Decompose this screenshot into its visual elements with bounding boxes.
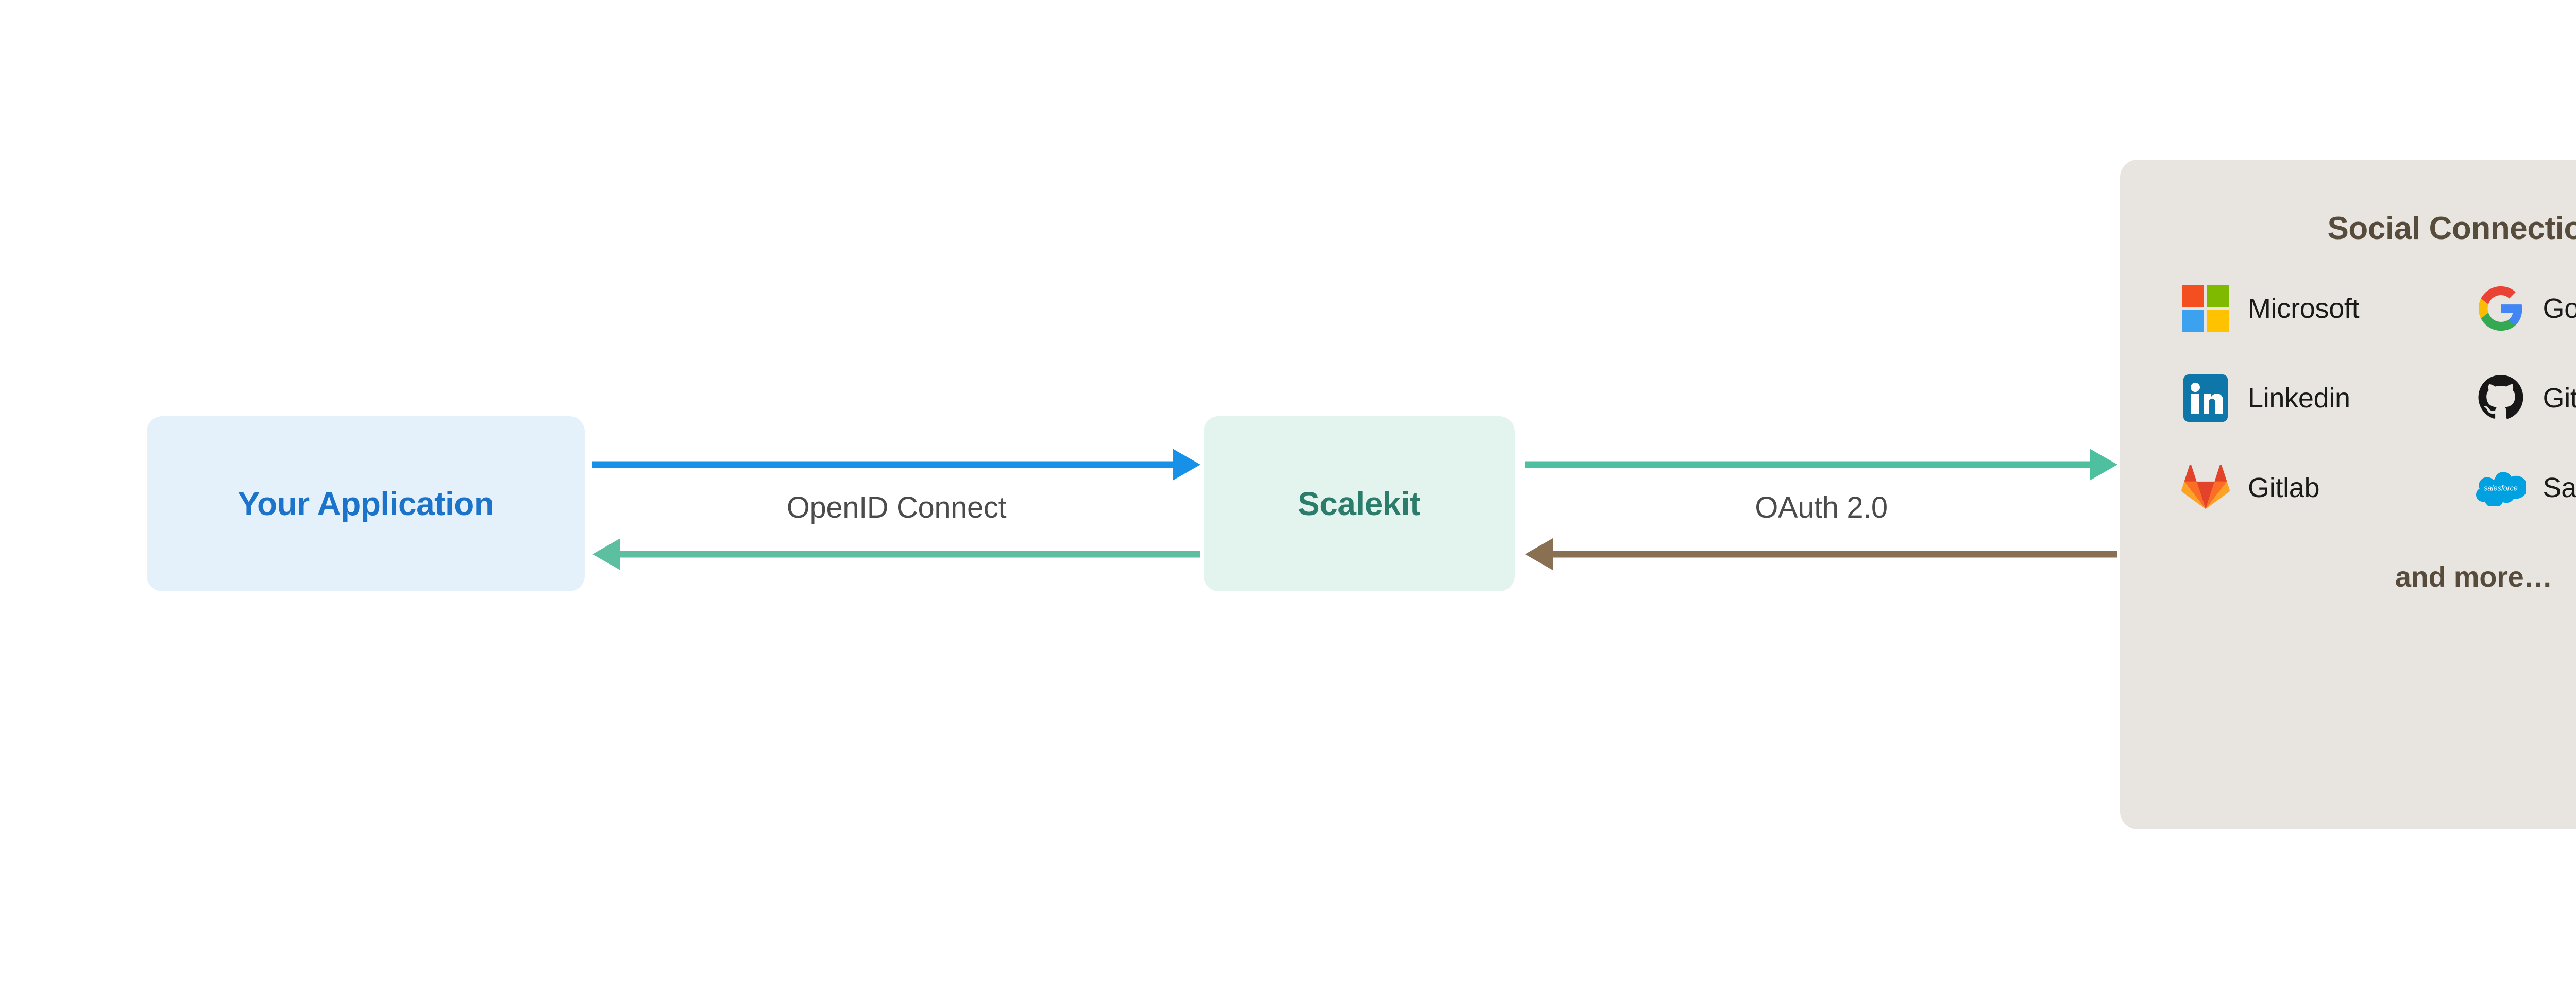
- arrow-left-openid: [592, 538, 1200, 570]
- provider-salesforce-label: Salesforce: [2543, 472, 2576, 503]
- and-more-label: and more…: [2395, 560, 2553, 593]
- social-connections-title: Social Connections: [2327, 211, 2576, 246]
- provider-grid: Microsoft Google: [2120, 284, 2576, 512]
- flow-oauth2-label: OAuth 2.0: [1755, 491, 1888, 524]
- flow-oauth2: OAuth 2.0: [1525, 449, 2117, 570]
- flow-openid-connect-label: OpenID Connect: [786, 491, 1007, 524]
- salesforce-logo-icon: salesforce: [2476, 463, 2526, 512]
- social-connections-panel: Social Connections Microsoft: [2120, 160, 2576, 829]
- google-logo-icon: [2476, 284, 2526, 333]
- arrow-right-oauth: [1525, 449, 2117, 481]
- arrow-left-oauth: [1525, 538, 2117, 570]
- provider-microsoft-label: Microsoft: [2248, 293, 2360, 324]
- flow-openid-connect: OpenID Connect: [592, 449, 1200, 570]
- node-your-application: Your Application: [147, 416, 585, 591]
- provider-linkedin[interactable]: Linkedin: [2181, 373, 2476, 423]
- github-logo-icon: [2476, 373, 2526, 423]
- provider-gitlab-label: Gitlab: [2248, 472, 2320, 503]
- node-scalekit: Scalekit: [1204, 416, 1515, 591]
- gitlab-logo-icon: [2181, 463, 2230, 512]
- provider-linkedin-label: Linkedin: [2248, 383, 2350, 414]
- node-scalekit-label: Scalekit: [1298, 485, 1420, 522]
- arrow-right-openid: [592, 449, 1200, 481]
- node-your-application-label: Your Application: [238, 485, 494, 522]
- provider-github[interactable]: Github: [2476, 373, 2576, 423]
- microsoft-logo-icon: [2181, 284, 2230, 333]
- linkedin-logo-icon: [2181, 373, 2230, 423]
- provider-microsoft[interactable]: Microsoft: [2181, 284, 2476, 333]
- provider-google[interactable]: Google: [2476, 284, 2576, 333]
- provider-gitlab[interactable]: Gitlab: [2181, 463, 2476, 512]
- provider-github-label: Github: [2543, 383, 2576, 414]
- provider-google-label: Google: [2543, 293, 2576, 324]
- svg-text:salesforce: salesforce: [2484, 485, 2518, 493]
- provider-salesforce[interactable]: salesforce Salesforce: [2476, 463, 2576, 512]
